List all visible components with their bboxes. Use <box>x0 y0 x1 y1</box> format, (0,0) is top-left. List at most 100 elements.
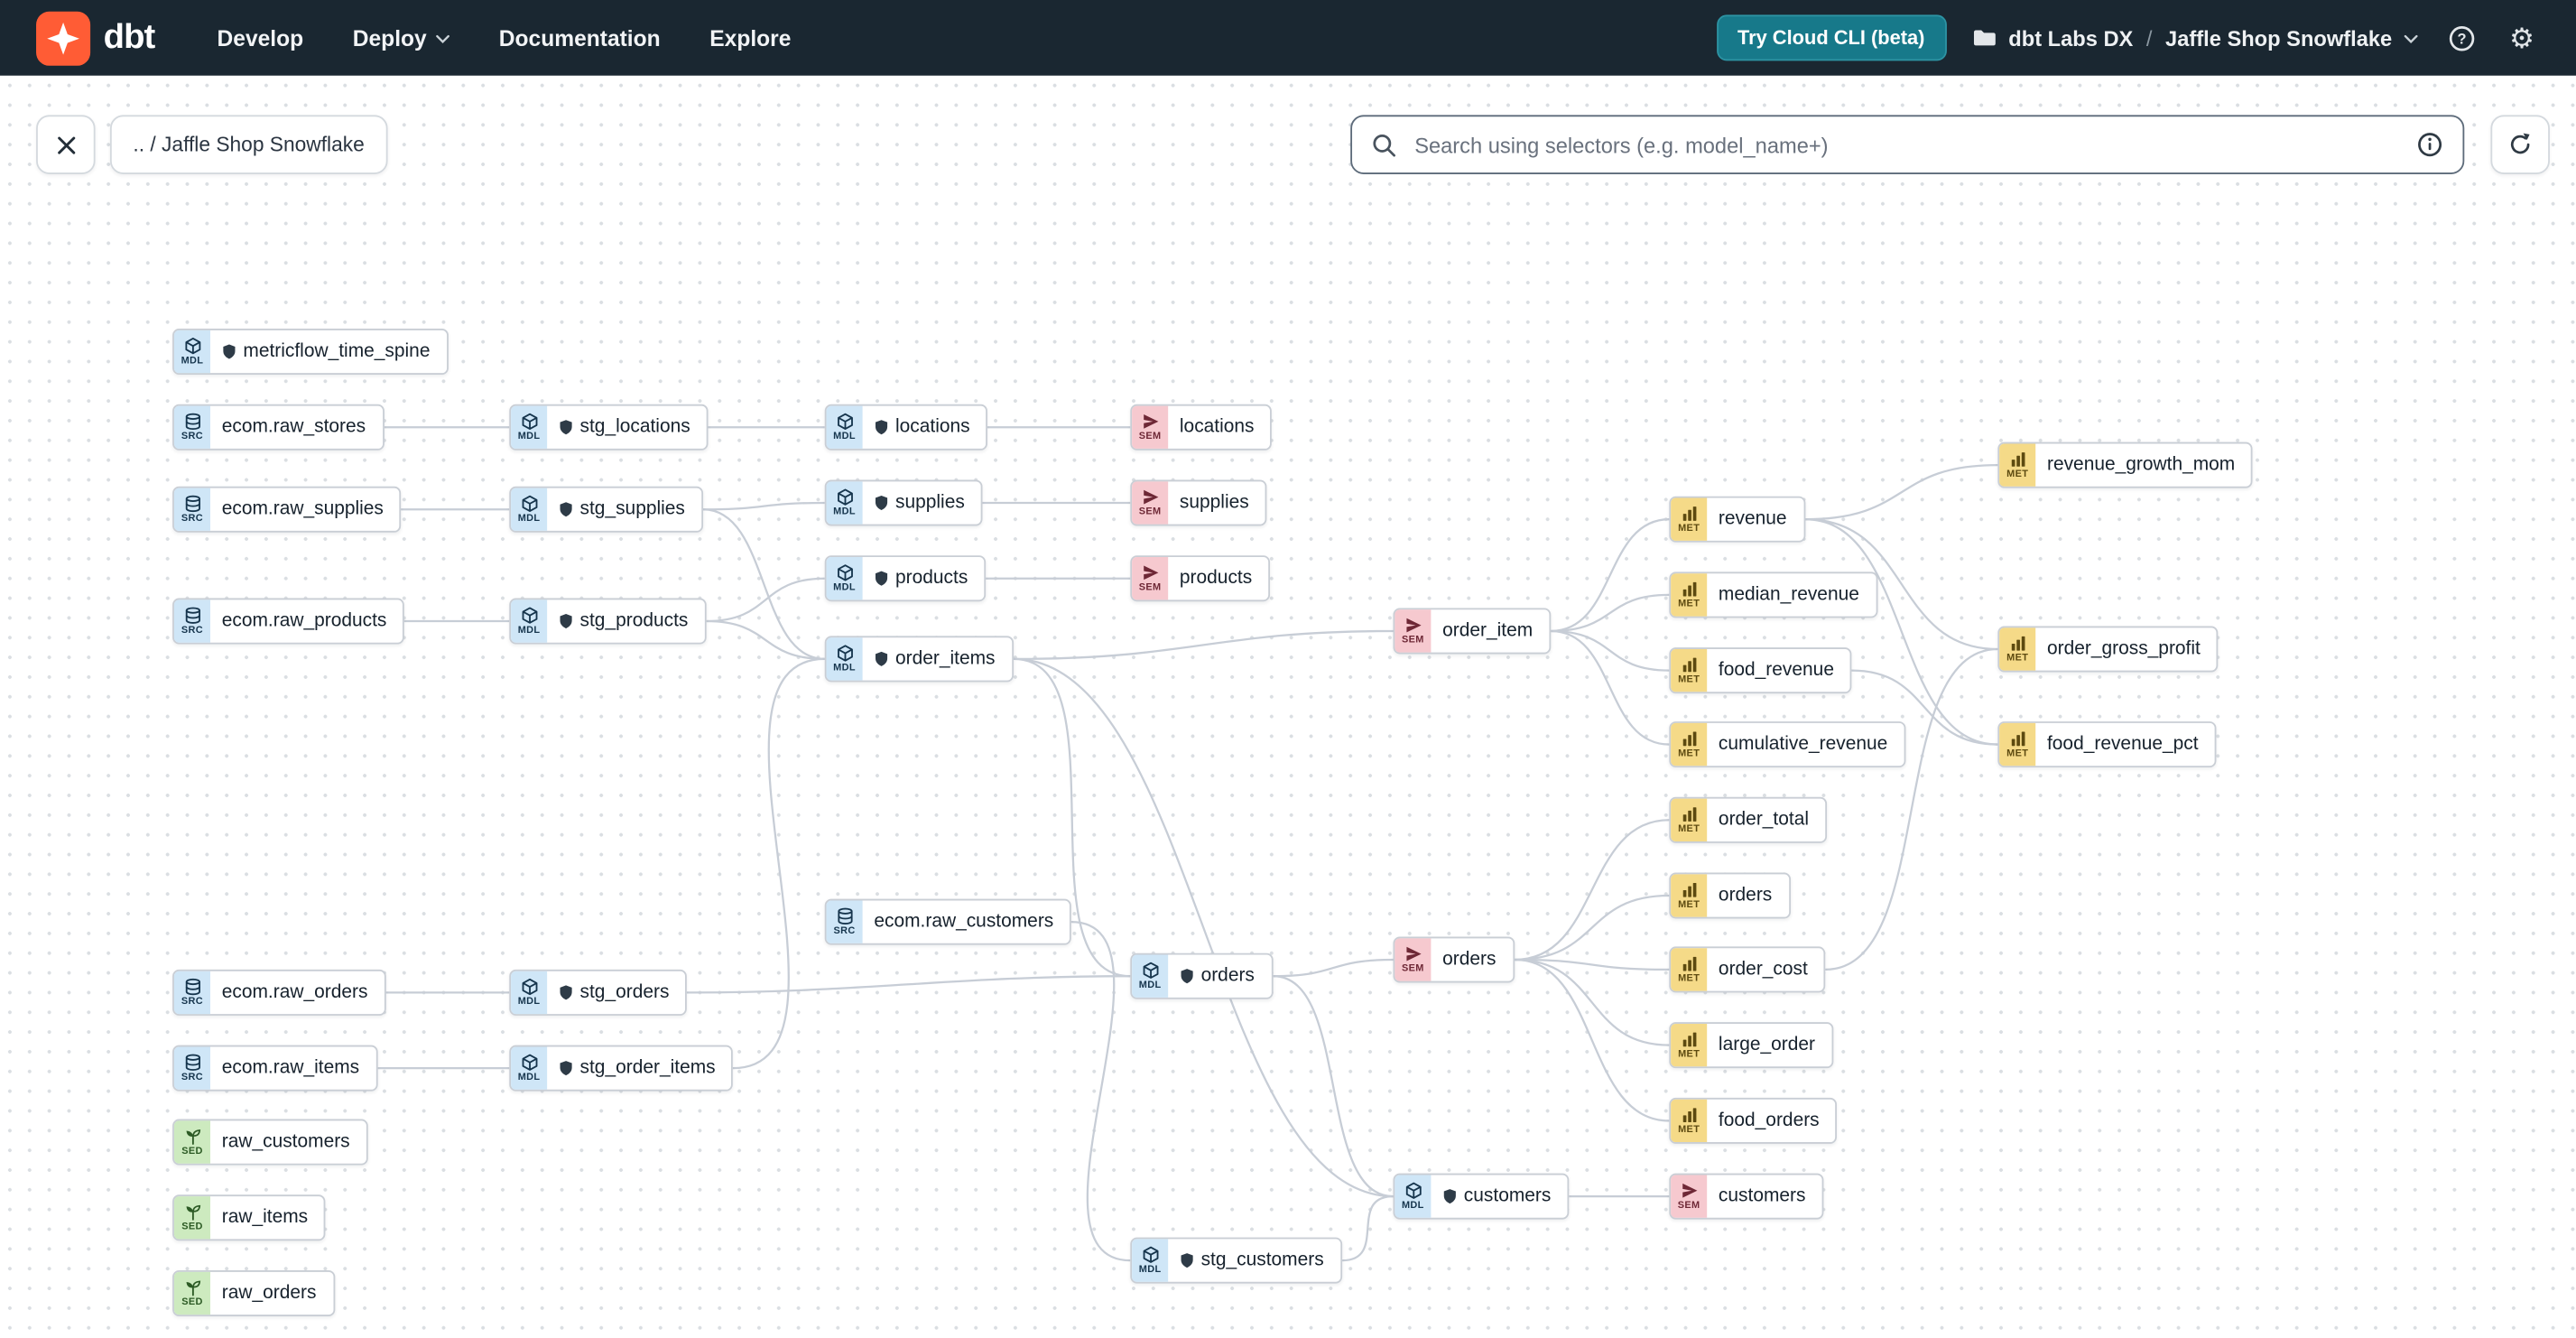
account-project-switcher[interactable]: dbt Labs DX / Jaffle Shop Snowflake <box>1970 24 2418 51</box>
node-label: stg_supplies <box>547 488 701 531</box>
node-kind-tag: MDL <box>833 432 856 442</box>
brand-wordmark: dbt <box>103 18 156 56</box>
seed-icon <box>185 1204 200 1221</box>
search-input[interactable] <box>1411 130 2403 159</box>
shield-icon <box>560 985 572 1000</box>
node-label: cumulative_revenue <box>1718 734 1888 755</box>
node-kind-tag: MDL <box>1138 1265 1162 1276</box>
nav-link-explore[interactable]: Explore <box>709 25 792 51</box>
selector-search <box>1350 115 2465 174</box>
node-kind-tag: MDL <box>833 664 856 674</box>
model-icon <box>1142 962 1158 979</box>
seed-icon <box>185 1129 200 1145</box>
refresh-button[interactable] <box>2490 115 2550 174</box>
metric-icon <box>1682 1032 1696 1047</box>
shield-icon <box>560 420 572 435</box>
graph-node-locations_mdl[interactable]: MDL locations <box>824 404 988 451</box>
node-kind-tag: MET <box>1678 974 1700 985</box>
info-icon[interactable] <box>2417 132 2443 158</box>
node-label: ecom.raw_stores <box>221 417 366 438</box>
help-button[interactable]: ? <box>2443 20 2479 56</box>
node-kind-badge: MDL <box>826 557 863 600</box>
lineage-edge <box>1014 657 1394 1198</box>
source-icon <box>184 413 200 431</box>
node-kind-badge: MET <box>1671 648 1708 692</box>
lineage-edge <box>1515 958 1670 1046</box>
dbt-brand[interactable]: dbt <box>36 10 156 65</box>
node-kind-tag: SRC <box>181 1073 204 1083</box>
graph-node-order_cost[interactable]: MET order_cost <box>1669 946 1826 993</box>
path-separator: / <box>2145 25 2153 51</box>
node-kind-badge: MET <box>1671 573 1708 617</box>
node-kind-tag: MDL <box>1401 1201 1424 1212</box>
lineage-toolbar: .. / Jaffle Shop Snowflake <box>36 115 388 174</box>
settings-button[interactable]: ⚙ <box>2504 20 2540 56</box>
node-label: ecom.raw_supplies <box>221 499 384 520</box>
node-kind-tag: MET <box>1678 675 1700 686</box>
lineage-edge <box>706 619 825 661</box>
lineage-edge <box>1515 958 1670 1122</box>
node-label: locations <box>863 406 987 449</box>
node-label: ecom.raw_orders <box>221 982 368 1003</box>
nav-link-documentation[interactable]: Documentation <box>498 25 661 51</box>
node-label: orders <box>1168 955 1271 998</box>
shield-icon <box>560 614 572 629</box>
close-lineage-button[interactable] <box>36 115 96 174</box>
lineage-canvas[interactable] <box>0 75 2576 1338</box>
nav-link-deploy[interactable]: Deploy <box>353 25 449 51</box>
lineage-edge <box>1014 629 1394 661</box>
node-label: food_revenue_pct <box>2046 734 2199 755</box>
breadcrumb[interactable]: .. / Jaffle Shop Snowflake <box>109 115 388 174</box>
node-kind-badge: MDL <box>1132 954 1169 998</box>
node-kind-tag: MDL <box>833 507 856 518</box>
node-kind-badge: SED <box>173 1271 210 1315</box>
source-icon <box>184 1054 200 1071</box>
node-kind-badge: MDL <box>1132 1239 1169 1282</box>
node-kind-badge: SEM <box>1395 609 1432 653</box>
try-cloud-cli-button[interactable]: Try Cloud CLI (beta) <box>1716 14 1947 61</box>
shield-icon <box>875 495 888 511</box>
node-label: order_cost <box>1718 959 1808 980</box>
node-kind-badge: MDL <box>511 488 548 531</box>
node-label: products <box>863 557 985 599</box>
nav-link-develop[interactable]: Develop <box>217 25 304 51</box>
